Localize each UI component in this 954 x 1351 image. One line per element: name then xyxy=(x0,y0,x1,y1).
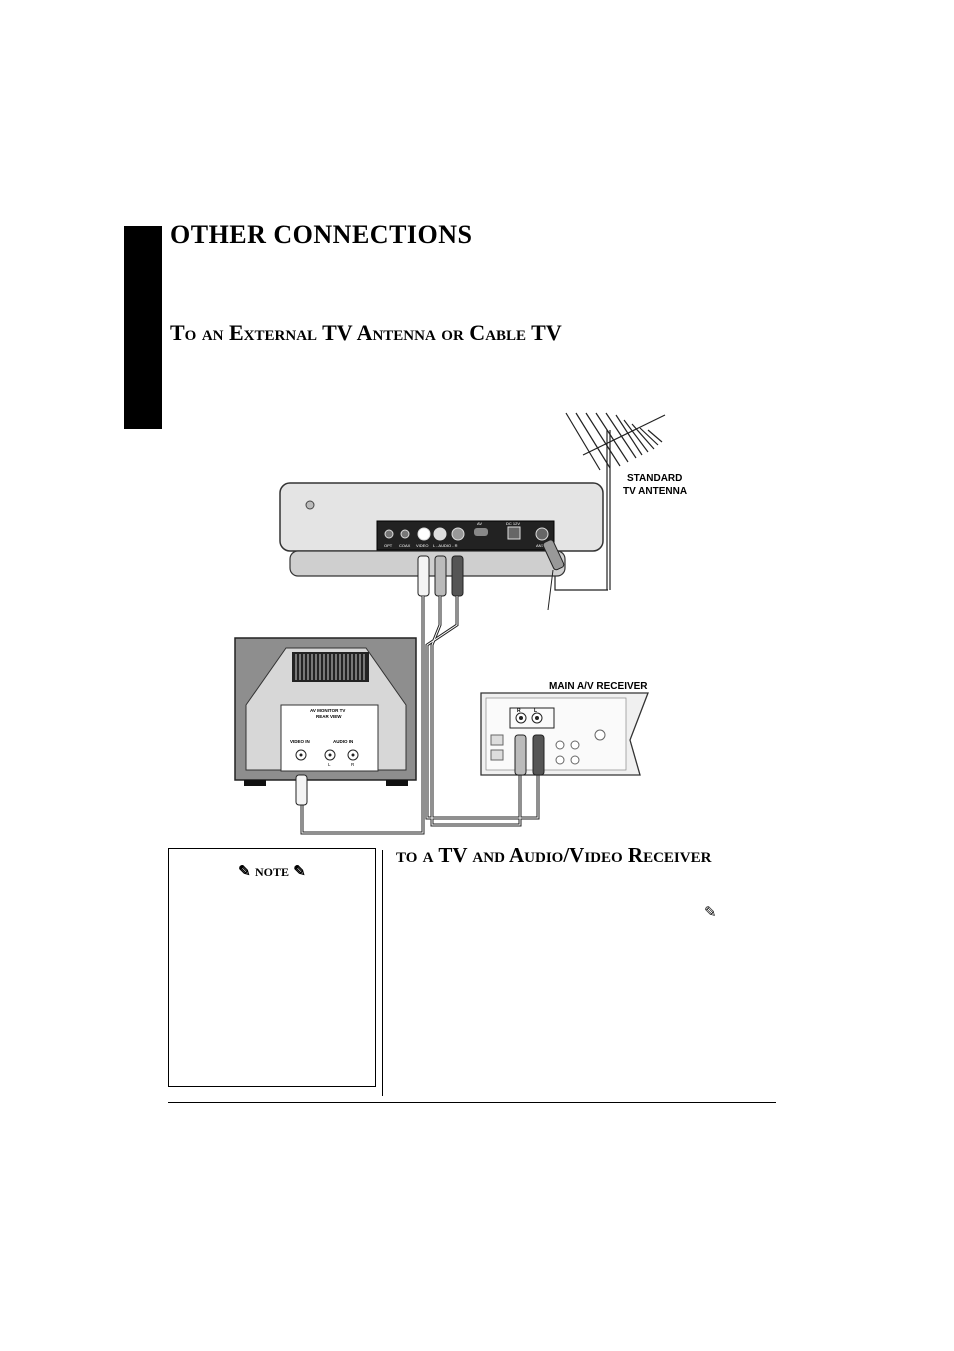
note-title-text: note xyxy=(254,861,289,880)
jack-label-dc: DC 12V xyxy=(506,521,520,526)
column-divider xyxy=(382,850,383,1096)
receiver-l-label: L xyxy=(534,708,537,714)
receiver-r-label: R xyxy=(517,708,521,714)
tv-audio-r-label: R xyxy=(351,762,355,767)
jack-label-coax: COAX xyxy=(399,543,411,548)
page-title: OTHER CONNECTIONS xyxy=(170,220,473,249)
note-box: ✎ note ✎ xyxy=(168,848,376,1087)
footer-rule xyxy=(168,1102,776,1103)
tv-audio-l-label: L xyxy=(328,762,331,767)
tv-video-in-label: VIDEO IN xyxy=(290,739,310,744)
jack-label-audio: L - AUDIO - R xyxy=(433,543,458,548)
jack-label-opt: OPT xyxy=(384,543,393,548)
section-heading-antenna: To an External TV Antenna or Cable TV xyxy=(170,320,562,345)
jack-label-av: AV xyxy=(477,521,482,526)
note-heading: ✎ note ✎ xyxy=(169,861,375,881)
tv-panel-title-2: REAR VIEW xyxy=(316,714,342,719)
tv-monitor xyxy=(234,637,417,806)
av-receiver xyxy=(480,692,649,776)
tv-antenna xyxy=(554,412,666,591)
section-heading-av-receiver: to a TV and Audio/Video Receiver xyxy=(396,843,712,867)
tv-audio-in-label: AUDIO IN xyxy=(333,739,353,744)
chapter-tab xyxy=(124,226,162,429)
coax-pointer-line xyxy=(547,569,554,611)
portable-player: OPT COAX VIDEO L - AUDIO - R AV DC 12V A… xyxy=(279,482,604,577)
jack-label-video: VIDEO xyxy=(416,543,428,548)
tv-panel-title-1: AV MONITOR TV xyxy=(310,708,345,713)
antenna-label-line2: TV ANTENNA xyxy=(623,486,687,497)
receiver-label: MAIN A/V RECEIVER xyxy=(549,681,648,692)
note-pencil-icon: ✎ xyxy=(238,864,251,880)
jack-label-ant: ANT xyxy=(536,543,545,548)
inline-note-pencil-icon: ✎ xyxy=(704,904,717,921)
antenna-label-line1: STANDARD xyxy=(627,473,682,484)
note-pencil-icon: ✎ xyxy=(293,864,306,880)
